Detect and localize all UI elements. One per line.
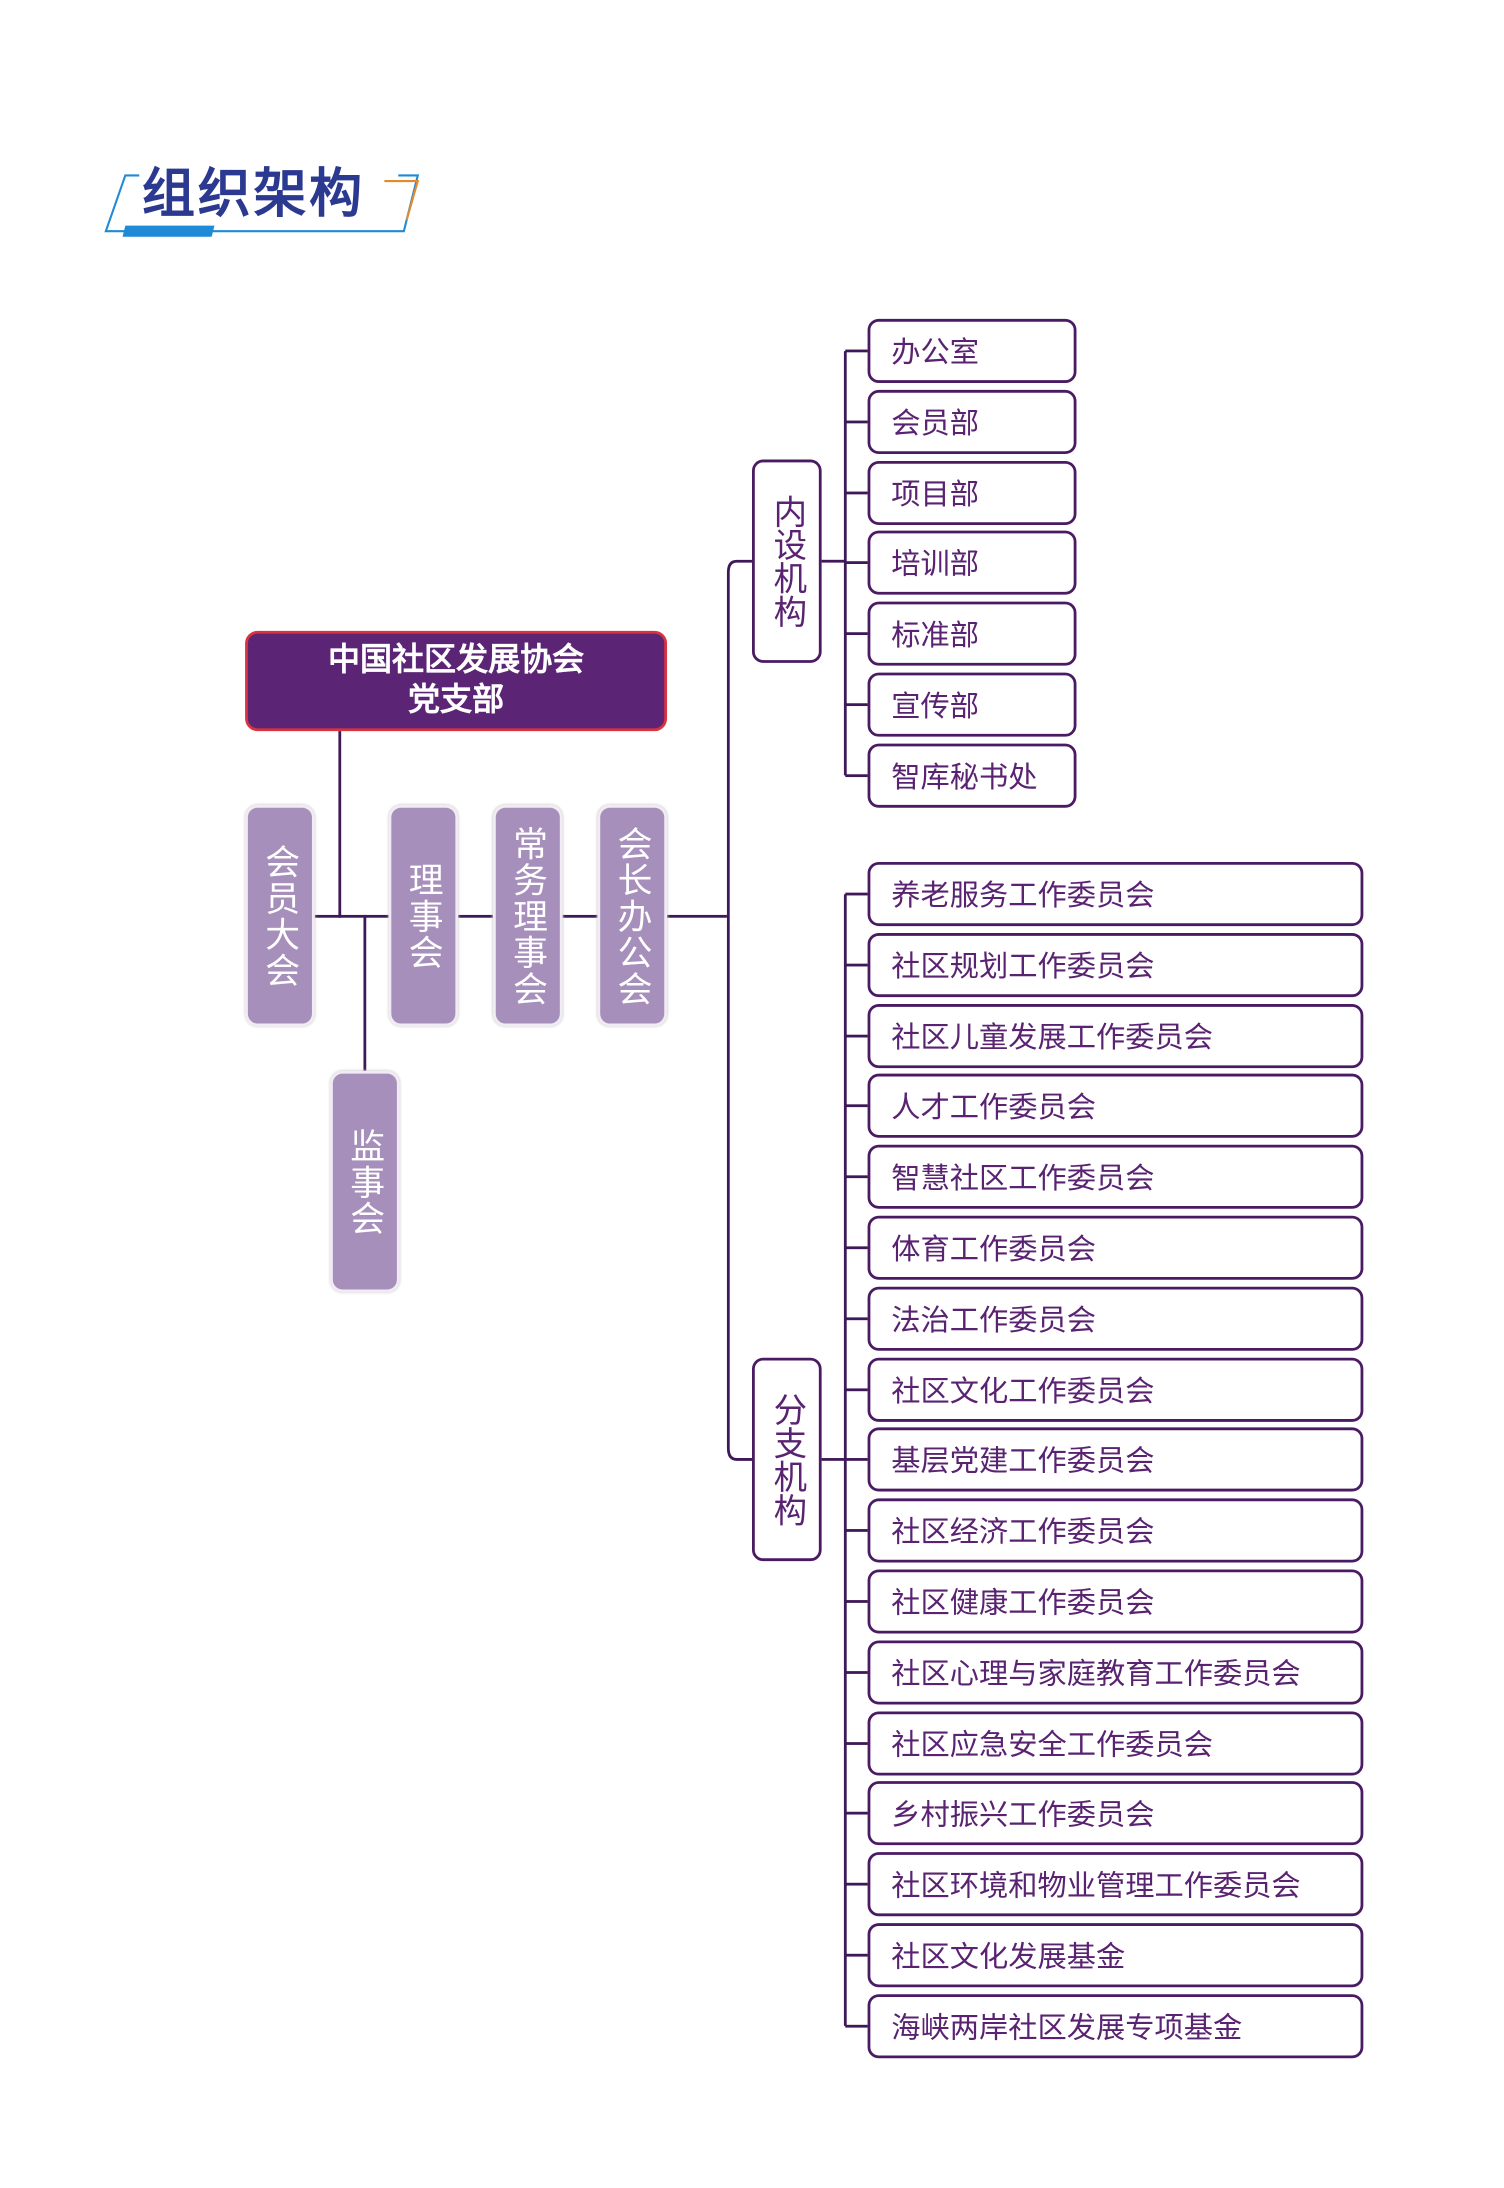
title-frame-decoration <box>104 174 420 237</box>
branch-organization-item-label: 社区儿童发展工作委员会 <box>891 1020 1213 1054</box>
branch-organization-item: 社区文化工作委员会 <box>867 1357 1364 1422</box>
branch-organization-item-label: 社区健康工作委员会 <box>891 1586 1155 1620</box>
connector-tick <box>845 1458 868 1462</box>
branch-organization-item: 社区心理与家庭教育工作委员会 <box>867 1640 1364 1705</box>
branch-organization-item-label: 智慧社区工作委员会 <box>891 1161 1155 1196</box>
branch-organizations-box: 分支机构 <box>751 1357 822 1562</box>
party-branch-name: 中国社区发展协会 <box>327 641 585 679</box>
branch-organization-item: 海峡两岸社区发展专项基金 <box>867 1993 1364 2058</box>
internal-department-item-label: 会员部 <box>891 406 979 440</box>
branch-vertical-line <box>843 350 847 776</box>
president-office-box: 会长办公会 <box>597 804 668 1027</box>
branch-organization-item-label: 社区文化发展基金 <box>891 1939 1126 1974</box>
branch-organization-item: 社区儿童发展工作委员会 <box>867 1003 1364 1068</box>
members-assembly-box: 会员大会 <box>245 804 315 1027</box>
connector-tick <box>845 1883 868 1886</box>
branch-organization-item-label: 法治工作委员会 <box>891 1303 1096 1337</box>
internal-department-item: 标准部 <box>867 601 1077 666</box>
council-box: 理事会 <box>388 804 459 1027</box>
internal-department-item: 会员部 <box>867 389 1077 454</box>
connector-tick <box>845 773 868 777</box>
connector-tick <box>845 349 868 353</box>
internal-department-item: 项目部 <box>867 460 1077 525</box>
connector-tick <box>845 963 868 967</box>
branch-organization-item-label: 基层党建工作委员会 <box>891 1444 1155 1479</box>
standing-council-label: 常务理事会 <box>508 825 549 1007</box>
internal-department-item-label: 培训部 <box>891 547 979 582</box>
branch-organization-item: 智慧社区工作委员会 <box>867 1144 1364 1210</box>
internal-department-item-label: 办公室 <box>891 335 979 370</box>
branch-organization-item-label: 社区应急安全工作委员会 <box>891 1727 1213 1762</box>
internal-department-item-label: 智库秘书处 <box>891 760 1038 794</box>
branch-organization-item-label: 社区文化工作委员会 <box>891 1373 1155 1408</box>
branch-organization-item-label: 社区环境和物业管理工作委员会 <box>891 1869 1301 1903</box>
connector-line <box>338 731 342 918</box>
supervisory-board-label: 监事会 <box>345 1127 386 1236</box>
connector-tick <box>845 1387 868 1391</box>
council-label: 理事会 <box>403 861 445 970</box>
branch-organization-item: 体育工作委员会 <box>867 1215 1364 1280</box>
connector-line <box>821 559 846 563</box>
connector-tick <box>845 1175 868 1179</box>
connector-tick <box>845 2024 868 2028</box>
branch-vertical-line <box>843 894 847 2026</box>
internal-departments-box: 内设机构 <box>751 459 822 663</box>
party-branch-suffix: 党支部 <box>408 682 505 719</box>
internal-department-item: 宣传部 <box>867 672 1077 737</box>
internal-department-item-label: 宣传部 <box>891 689 979 723</box>
connector-tick <box>845 1600 868 1603</box>
branch-organization-item: 乡村振兴工作委员会 <box>867 1781 1364 1846</box>
connector-tick <box>845 892 868 896</box>
branch-organization-item-label: 社区规划工作委员会 <box>891 949 1155 983</box>
branch-organization-item: 社区文化发展基金 <box>867 1923 1364 1988</box>
branch-organization-item: 社区健康工作委员会 <box>867 1569 1364 1634</box>
standing-council-box: 常务理事会 <box>492 804 563 1027</box>
trunk-connector <box>726 559 752 1461</box>
branch-organization-item: 人才工作委员会 <box>867 1074 1364 1139</box>
internal-department-item: 培训部 <box>867 531 1077 596</box>
connector-tick <box>845 1953 868 1957</box>
members-assembly-label: 会员大会 <box>260 843 301 989</box>
connector-tick <box>845 632 868 636</box>
president-office-label: 会长办公会 <box>612 825 654 1007</box>
branch-organization-item-label: 体育工作委员会 <box>891 1232 1096 1266</box>
connector-tick <box>845 703 868 707</box>
branch-organization-item-label: 海峡两岸社区发展专项基金 <box>891 2010 1243 2045</box>
connector-tick <box>845 1741 868 1745</box>
connector-tick <box>845 1812 868 1816</box>
branch-organization-item: 社区经济工作委员会 <box>867 1498 1364 1563</box>
connector-tick <box>845 420 868 424</box>
branch-organization-item-label: 社区经济工作委员会 <box>891 1515 1155 1549</box>
internal-departments-label: 内设机构 <box>767 494 807 629</box>
connector-tick <box>845 1246 868 1250</box>
internal-department-item-label: 项目部 <box>891 477 979 511</box>
connector-tick <box>845 561 868 565</box>
branch-organizations-label: 分支机构 <box>767 1392 807 1527</box>
supervisory-board-box: 监事会 <box>330 1070 400 1293</box>
branch-organization-item-label: 养老服务工作委员会 <box>891 878 1155 913</box>
connector-tick <box>845 1034 868 1037</box>
internal-department-item: 智库秘书处 <box>867 743 1077 808</box>
branch-organization-item: 社区规划工作委员会 <box>867 932 1364 997</box>
connector-tick <box>845 1670 868 1674</box>
connector-tick <box>845 1529 868 1533</box>
branch-organization-item: 基层党建工作委员会 <box>867 1427 1364 1493</box>
branch-organization-item: 养老服务工作委员会 <box>867 862 1364 927</box>
page-title: 组织架构 <box>142 162 365 225</box>
branch-organization-item: 法治工作委员会 <box>867 1286 1364 1351</box>
branch-organization-item-label: 社区心理与家庭教育工作委员会 <box>891 1656 1301 1691</box>
branch-organization-item-label: 乡村振兴工作委员会 <box>891 1798 1155 1832</box>
internal-department-item: 办公室 <box>867 318 1077 383</box>
connector-line <box>821 1458 846 1461</box>
party-branch-box: 中国社区发展协会 党支部 <box>245 630 668 732</box>
connector-tick <box>845 491 868 494</box>
connector-line <box>363 914 367 1071</box>
branch-organization-item-label: 人才工作委员会 <box>891 1090 1096 1125</box>
connector-tick <box>845 1104 868 1108</box>
branch-organization-item: 社区环境和物业管理工作委员会 <box>867 1852 1364 1917</box>
branch-organization-item: 社区应急安全工作委员会 <box>867 1710 1364 1775</box>
internal-department-item-label: 标准部 <box>891 618 979 652</box>
connector-tick <box>845 1317 868 1320</box>
